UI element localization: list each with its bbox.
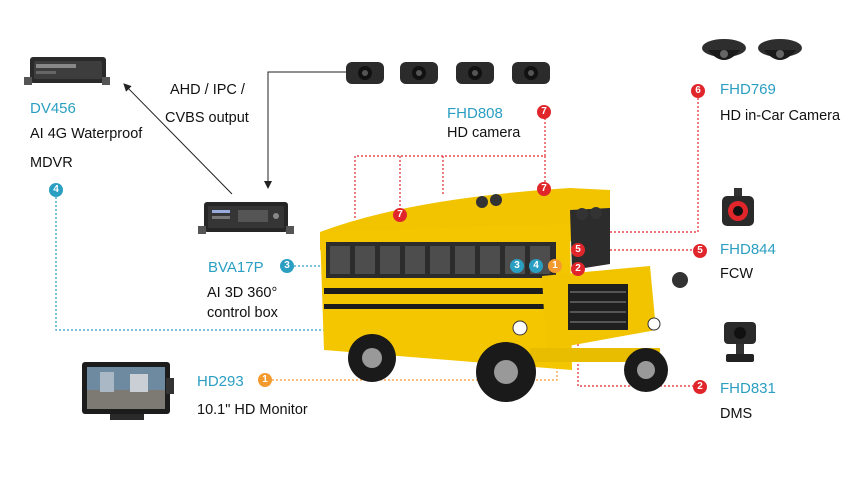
dv456-model: DV456 bbox=[30, 100, 76, 117]
fhd831-desc: DMS bbox=[720, 406, 753, 422]
fhd844-model: FHD844 bbox=[720, 241, 776, 258]
school-bus-illustration bbox=[320, 188, 688, 402]
bva17p-desc-1: AI 3D 360° bbox=[207, 285, 278, 301]
output-label-2: CVBS output bbox=[165, 110, 249, 126]
box-to-mdvr-line bbox=[123, 83, 233, 195]
bus-badge-dv456: 4 bbox=[529, 259, 543, 273]
mdvr-icon bbox=[24, 57, 110, 85]
bva17p-model: BVA17P bbox=[208, 259, 264, 276]
fhd808-badge: 7 bbox=[537, 105, 551, 119]
fhd844-badge: 5 bbox=[693, 244, 707, 258]
dv456-link bbox=[55, 197, 510, 331]
dv456-desc-1: AI 4G Waterproof bbox=[30, 126, 143, 142]
monitor-icon bbox=[82, 362, 174, 420]
dms-camera-icon bbox=[724, 322, 756, 362]
hd293-desc: 10.1" HD Monitor bbox=[197, 402, 308, 418]
hd293-model: HD293 bbox=[197, 373, 244, 390]
hd293-badge: 1 bbox=[258, 373, 272, 387]
fhd769-badge: 6 bbox=[691, 84, 705, 98]
fhd831-badge: 2 bbox=[693, 380, 707, 394]
fhd844-desc: FCW bbox=[720, 266, 754, 282]
camera-to-box-line bbox=[264, 71, 348, 189]
bus-badge-fhd831: 2 bbox=[571, 262, 585, 276]
bullet-camera-icon bbox=[346, 62, 550, 84]
fhd769-model: FHD769 bbox=[720, 81, 776, 98]
bus-badge-fhd808-b: 7 bbox=[537, 182, 551, 196]
fhd808-model: FHD808 bbox=[447, 105, 503, 122]
fhd769-desc: HD in-Car Camera bbox=[720, 108, 841, 124]
bus-badge-fhd808-a: 7 bbox=[393, 208, 407, 222]
bus-badge-bva17p: 3 bbox=[510, 259, 524, 273]
bus-badge-fhd844: 5 bbox=[571, 243, 585, 257]
bus-badge-hd293: 1 bbox=[548, 259, 562, 273]
fhd808-desc: HD camera bbox=[447, 125, 521, 141]
control-box-icon bbox=[198, 202, 294, 234]
dome-camera-icon bbox=[702, 39, 802, 60]
dv456-badge: 4 bbox=[49, 183, 63, 197]
bva17p-badge: 3 bbox=[280, 259, 294, 273]
fcw-camera-icon bbox=[722, 188, 754, 226]
output-label-1: AHD / IPC / bbox=[170, 82, 245, 98]
fhd769-link bbox=[590, 98, 699, 233]
bva17p-desc-2: control box bbox=[207, 305, 278, 321]
fhd831-model: FHD831 bbox=[720, 380, 776, 397]
fhd808-link bbox=[354, 118, 546, 218]
dv456-desc-2: MDVR bbox=[30, 155, 73, 171]
